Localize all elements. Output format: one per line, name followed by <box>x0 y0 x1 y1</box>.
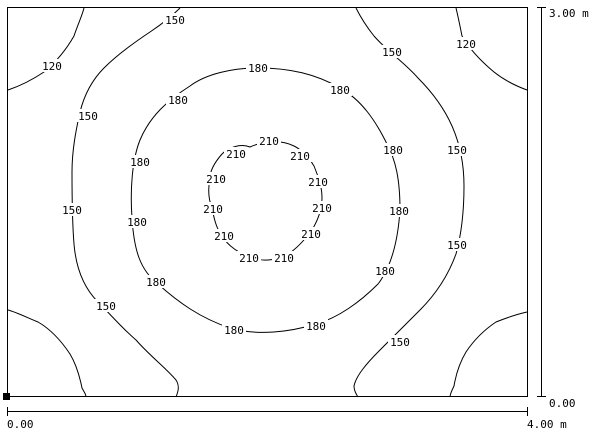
contour-label-180: 180 <box>375 265 395 278</box>
contour-label-bg <box>445 143 469 156</box>
contour-180 <box>130 67 401 333</box>
y-axis-end-label: 3.00 m <box>549 7 589 20</box>
contour-label-bg <box>288 149 312 162</box>
contour-label-210: 210 <box>239 252 259 265</box>
origin-marker <box>3 393 10 400</box>
contour-label-bg <box>76 109 100 122</box>
contour-label-210: 210 <box>274 252 294 265</box>
contour-label-bg <box>222 323 246 336</box>
contour-label-210: 210 <box>259 135 279 148</box>
contour-label-bg <box>373 264 397 277</box>
contour-120-tl <box>7 7 85 91</box>
contour-label-180: 180 <box>168 94 188 107</box>
contour-label-bg <box>224 147 248 160</box>
contour-label-bg <box>144 275 168 288</box>
contour-label-150: 150 <box>447 144 467 157</box>
contour-label-bg <box>237 251 261 264</box>
contour-label-180: 180 <box>248 62 268 75</box>
contour-label-bg <box>163 13 187 26</box>
contour-label-180: 180 <box>130 156 150 169</box>
contour-label-120: 120 <box>456 38 476 51</box>
contour-label-150: 150 <box>165 14 185 27</box>
contour-label-120: 120 <box>42 60 62 73</box>
contour-label-210: 210 <box>206 173 226 186</box>
contour-label-180: 180 <box>306 320 326 333</box>
contour-label-210: 210 <box>290 150 310 163</box>
contour-label-bg <box>212 229 236 242</box>
contour-label-bg <box>454 37 478 50</box>
contour-label-bg <box>125 215 149 228</box>
contour-label-bg <box>166 93 190 106</box>
contour-label-bg <box>310 201 334 214</box>
contour-label-bg <box>94 299 118 312</box>
contour-label-bg <box>299 227 323 240</box>
contour-label-bg <box>204 172 228 185</box>
contour-label-bg <box>381 143 405 156</box>
contour-label-bg <box>387 204 411 217</box>
contour-label-210: 210 <box>226 148 246 161</box>
contour-120-tr <box>455 7 528 91</box>
contour-label-210: 210 <box>312 202 332 215</box>
contour-150-right <box>353 7 465 398</box>
contour-label-150: 150 <box>96 300 116 313</box>
x-axis-start-label: 0.00 <box>7 418 34 431</box>
contour-label-180: 180 <box>383 144 403 157</box>
contour-label-180: 180 <box>127 216 147 229</box>
contour-label-150: 150 <box>62 204 82 217</box>
contour-150-center <box>71 7 181 398</box>
contour-corner-br <box>449 311 528 398</box>
contour-label-180: 180 <box>224 324 244 337</box>
contour-label-150: 150 <box>78 110 98 123</box>
contour-label-210: 210 <box>301 228 321 241</box>
contour-label-210: 210 <box>203 203 223 216</box>
contour-label-bg <box>40 59 64 72</box>
contour-label-150: 150 <box>390 336 410 349</box>
contour-label-bg <box>445 238 469 251</box>
contour-label-180: 180 <box>330 84 350 97</box>
contour-label-bg <box>304 319 328 332</box>
contour-corner-bl <box>7 309 87 398</box>
contour-label-bg <box>306 175 330 188</box>
contour-label-210: 210 <box>308 176 328 189</box>
contour-label-bg <box>246 61 270 74</box>
y-axis-start-label: 0.00 <box>549 397 576 410</box>
contour-label-bg <box>388 335 412 348</box>
contour-labels: 1201201501501501501501501501501501801801… <box>40 13 478 349</box>
contour-label-180: 180 <box>146 276 166 289</box>
contour-label-bg <box>60 203 84 216</box>
contour-label-210: 210 <box>214 230 234 243</box>
contour-label-150: 150 <box>382 46 402 59</box>
contour-label-bg <box>328 83 352 96</box>
plot-frame <box>7 7 528 397</box>
contour-label-bg <box>128 155 152 168</box>
contour-label-150: 150 <box>447 239 467 252</box>
contour-label-bg <box>257 134 281 147</box>
contour-label-bg <box>272 251 296 264</box>
contour-label-bg <box>201 202 225 215</box>
contour-label-180: 180 <box>389 205 409 218</box>
contour-label-bg <box>380 45 404 58</box>
x-axis-end-label: 4.00 m <box>527 418 567 431</box>
